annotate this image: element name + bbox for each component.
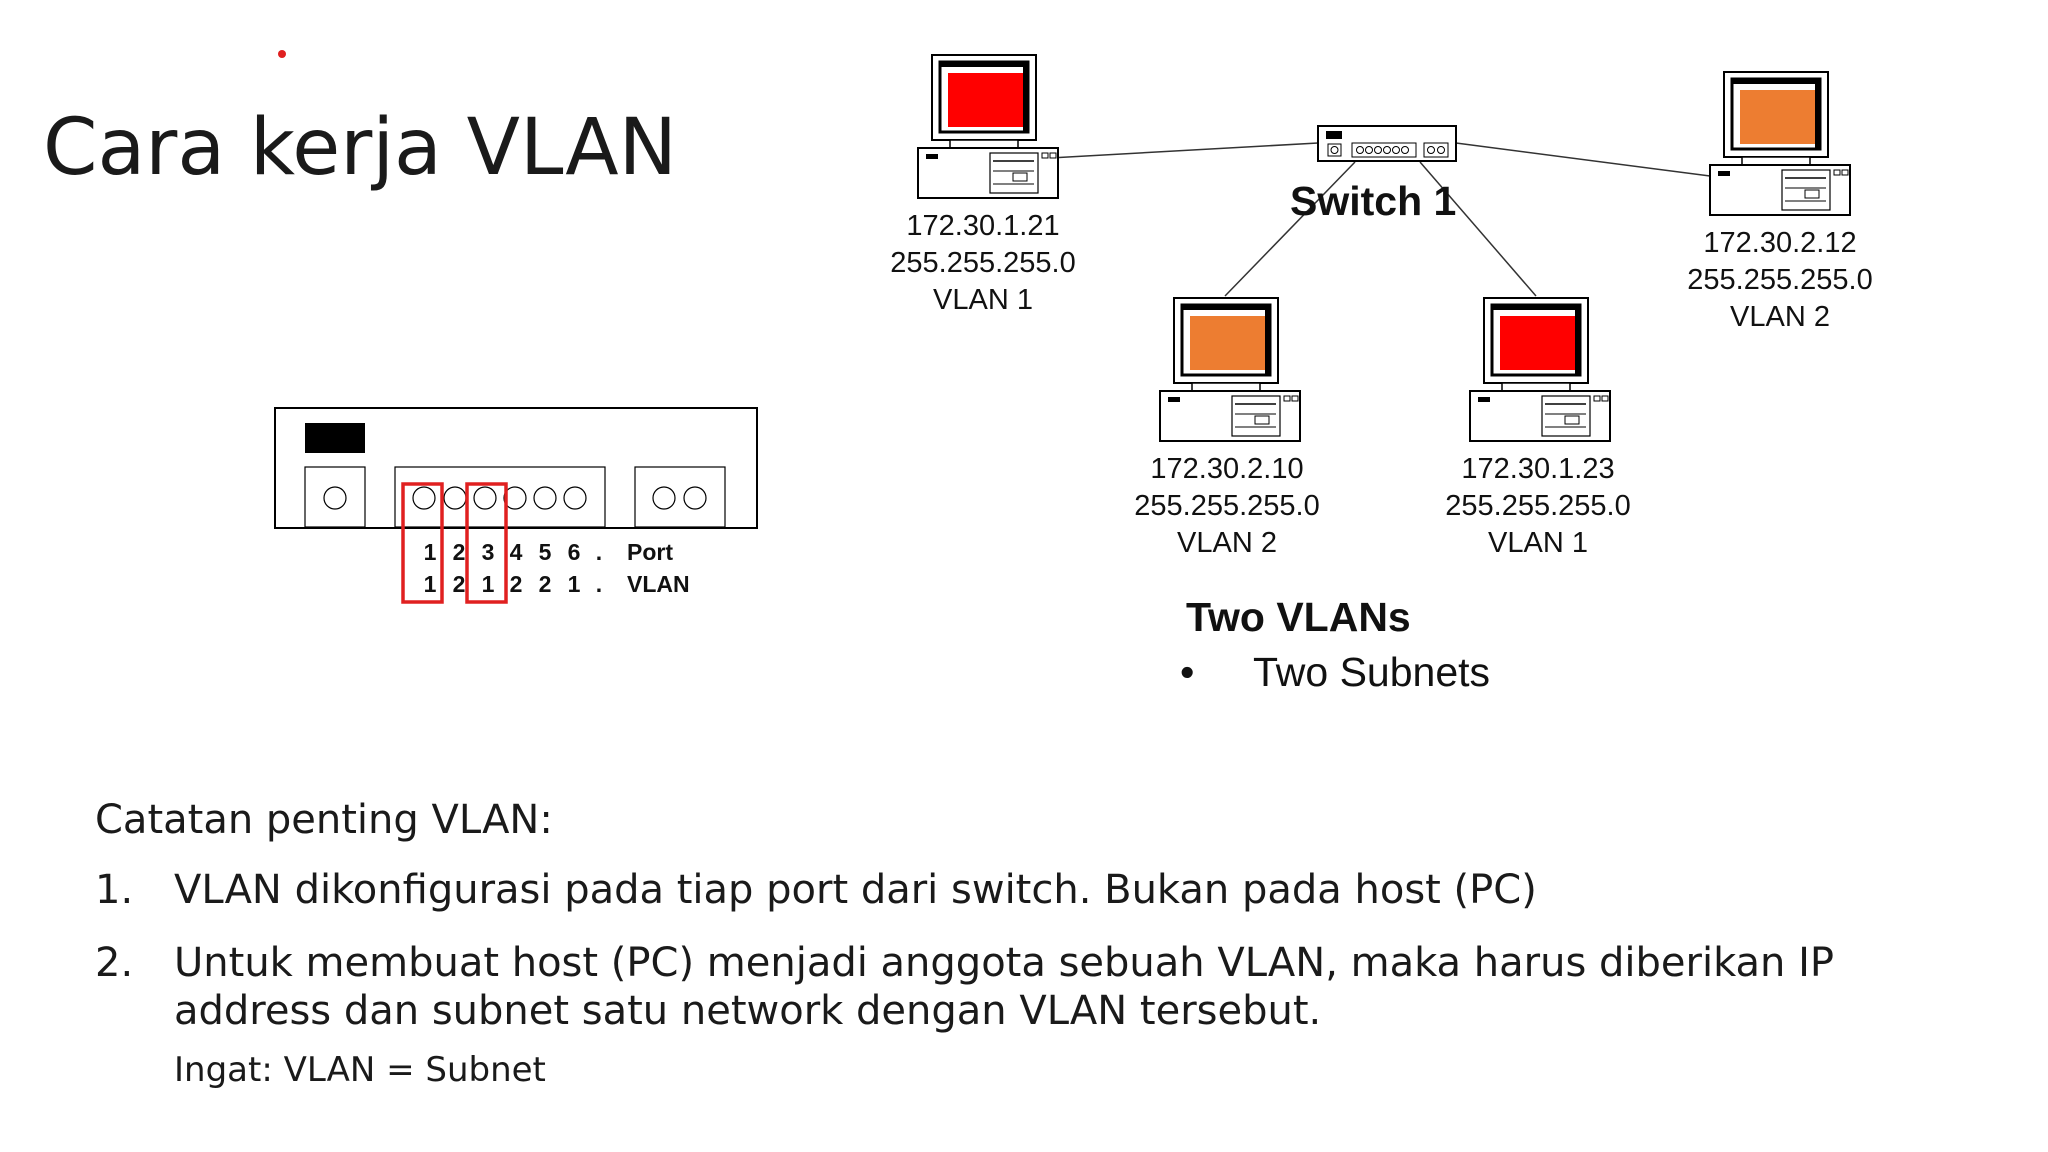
port-6-icon bbox=[563, 486, 587, 510]
pc-2-computer-icon bbox=[1158, 296, 1302, 443]
slide-title: Cara kerja VLAN bbox=[43, 103, 677, 193]
port-vlan-value: 1 bbox=[482, 571, 495, 597]
pc-4-screen bbox=[1740, 90, 1815, 144]
port-vlan-value: 1 bbox=[568, 571, 581, 597]
pc-2-mask: 255.255.255.0 bbox=[1134, 490, 1319, 522]
note-2-text-line-1: Untuk membuat host (PC) menjadi anggota … bbox=[174, 940, 1834, 986]
vlan-row-label: VLAN bbox=[627, 571, 690, 597]
legend-bullet: • bbox=[1180, 649, 1194, 695]
note-2-text-line-2: address dan subnet satu network dengan V… bbox=[174, 988, 1321, 1034]
port-vlan-value: 2 bbox=[453, 571, 466, 597]
notes-heading: Catatan penting VLAN: bbox=[95, 797, 553, 843]
notes-remark: Ingat: VLAN = Subnet bbox=[174, 1050, 546, 1090]
port-number: 5 bbox=[539, 539, 552, 565]
legend-item: Two Subnets bbox=[1253, 649, 1490, 695]
port-number: 2 bbox=[453, 539, 466, 565]
port-vlan-value: 1 bbox=[424, 571, 437, 597]
port-1-icon bbox=[412, 486, 436, 510]
note-2-number: 2. bbox=[95, 940, 133, 986]
pc-4-computer-icon bbox=[1708, 70, 1852, 217]
port-5-icon bbox=[533, 486, 557, 510]
pc-1-computer-icon bbox=[916, 53, 1060, 200]
switch-front-panel bbox=[274, 407, 758, 529]
pc-1-vlan: VLAN 1 bbox=[933, 284, 1033, 316]
port-3-highlight-box bbox=[465, 482, 508, 604]
laser-pointer-dot bbox=[278, 50, 286, 58]
pc-1-screen bbox=[948, 73, 1023, 127]
pc-4-vlan: VLAN 2 bbox=[1730, 301, 1830, 333]
pc-2-screen bbox=[1190, 316, 1265, 370]
port-vlan-value: 2 bbox=[510, 571, 523, 597]
port-1-highlight-box bbox=[401, 482, 444, 604]
uplink-port-1-icon bbox=[652, 486, 676, 510]
pc-3-computer-icon bbox=[1468, 296, 1612, 443]
port-vlan-table: 1 2 3 4 5 6 . Port 1 2 1 2 2 1 . VLAN bbox=[424, 539, 690, 597]
pc-2-vlan: VLAN 2 bbox=[1177, 527, 1277, 559]
port-row-label: Port bbox=[627, 539, 673, 565]
port-2-icon bbox=[443, 486, 467, 510]
pc-4-ip: 172.30.2.12 bbox=[1703, 227, 1856, 259]
pc-3-mask: 255.255.255.0 bbox=[1445, 490, 1630, 522]
pc-3-vlan: VLAN 1 bbox=[1488, 527, 1588, 559]
uplink-port-2-icon bbox=[683, 486, 707, 510]
port-4-icon bbox=[503, 486, 527, 510]
pc-2-ip: 172.30.2.10 bbox=[1150, 453, 1303, 485]
note-1-number: 1. bbox=[95, 867, 133, 913]
pc-4-mask: 255.255.255.0 bbox=[1687, 264, 1872, 296]
port-vlan-value: 2 bbox=[539, 571, 552, 597]
port-number: 6 bbox=[568, 539, 581, 565]
network-links bbox=[1049, 142, 1711, 297]
port-number: 3 bbox=[482, 539, 495, 565]
note-1-text: VLAN dikonfigurasi pada tiap port dari s… bbox=[174, 867, 1537, 913]
port-number: 1 bbox=[424, 539, 437, 565]
legend-heading: Two VLANs bbox=[1186, 594, 1411, 640]
port-number: . bbox=[596, 539, 602, 565]
port-vlan-value: . bbox=[596, 571, 602, 597]
pc-1-ip: 172.30.1.21 bbox=[906, 210, 1059, 242]
uplink-group bbox=[634, 466, 726, 528]
port-3-icon bbox=[473, 486, 497, 510]
pc-3-ip: 172.30.1.23 bbox=[1461, 453, 1614, 485]
pc-1-mask: 255.255.255.0 bbox=[890, 247, 1075, 279]
switch-label: Switch 1 bbox=[1290, 178, 1456, 224]
port-number: 4 bbox=[510, 539, 523, 565]
switch-panel-display bbox=[305, 423, 365, 453]
console-port-icon bbox=[323, 486, 347, 510]
switch-icon bbox=[1317, 125, 1457, 162]
pc-3-screen bbox=[1500, 316, 1575, 370]
